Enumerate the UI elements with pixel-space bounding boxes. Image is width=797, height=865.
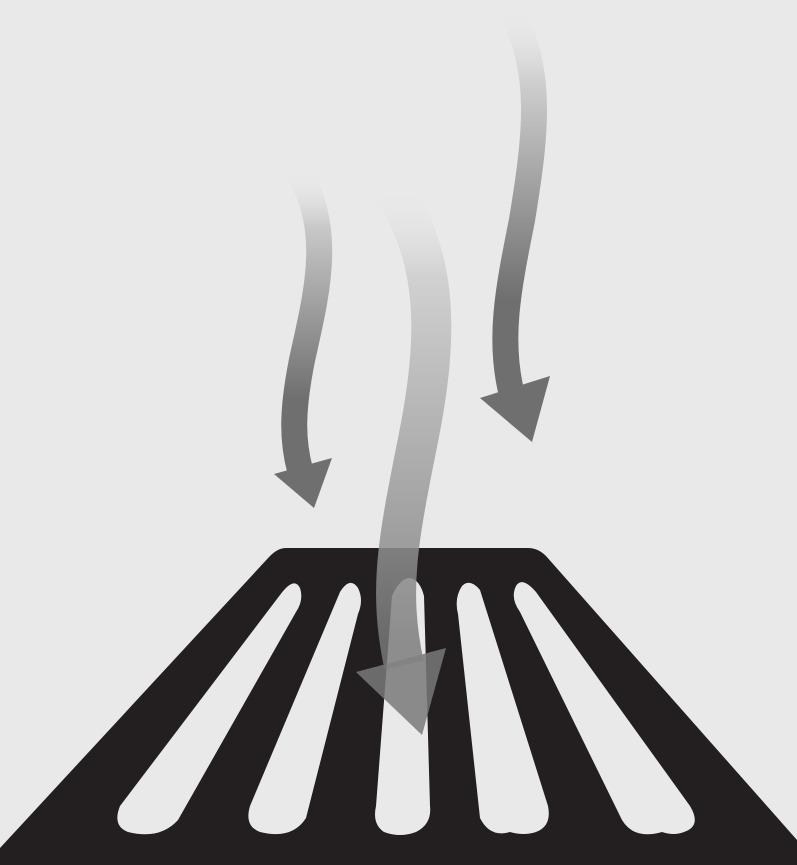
arrow-left-shaft (294, 172, 319, 470)
downward-airflow-arrow-icon (274, 172, 332, 508)
downward-airflow-arrow-icon (480, 10, 550, 442)
arrow-right-shaft (505, 10, 534, 395)
